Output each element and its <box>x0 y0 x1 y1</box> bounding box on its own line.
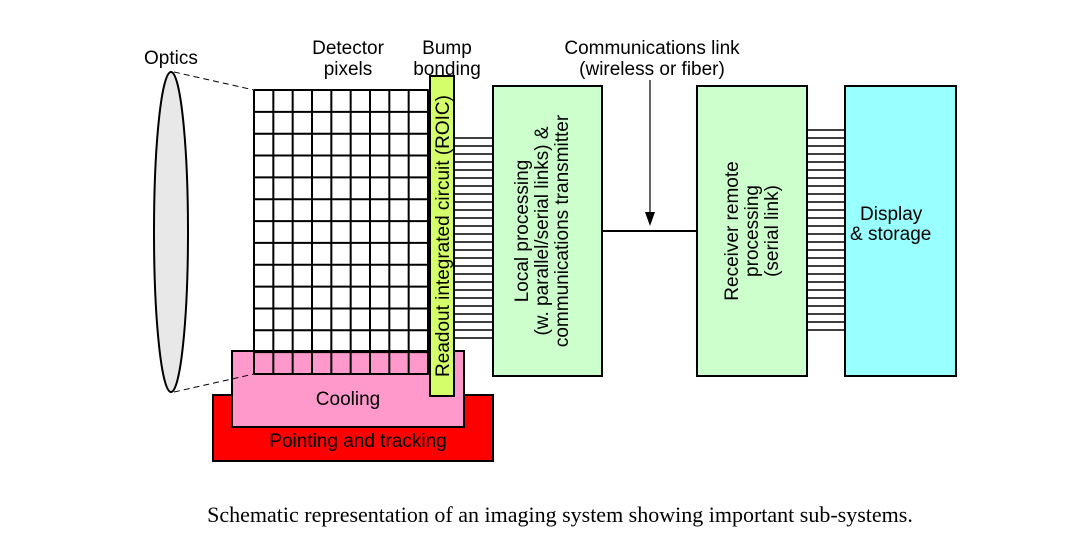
receiver-box <box>696 85 808 377</box>
optics-ray-bottom <box>173 373 255 393</box>
optics-ray-top <box>173 71 255 91</box>
receiver-label-line1: Receiver remote <box>722 161 743 300</box>
roic-strip <box>429 75 455 397</box>
cooling-label: Cooling <box>316 389 380 410</box>
optics-label: Optics <box>144 48 198 69</box>
local-processing-label-line3: communications transmitter <box>552 114 573 347</box>
display-storage-box <box>844 85 957 377</box>
display-input-links <box>807 129 845 331</box>
display-label-line1: Display <box>860 204 923 225</box>
display-label-line2: & storage <box>850 224 931 245</box>
cooling-box <box>231 350 465 428</box>
local-processing-label-line1: Local processing <box>512 160 533 303</box>
comms-link-label-line1: Communications link <box>564 38 740 59</box>
receiver-label-line3: (serial link) <box>762 185 783 277</box>
local-processing-label-line2: (w. parallel/serial links) & <box>532 126 553 335</box>
communications-link-arrowhead <box>645 212 655 226</box>
detector-pixels-label-line2: pixels <box>324 59 373 80</box>
figure-caption: Schematic representation of an imaging s… <box>207 502 913 527</box>
roic-label: Readout integrated circuit (ROIC) <box>433 95 454 377</box>
bump-bonding-label-line2: bonding <box>413 59 481 80</box>
pointing-tracking-label: Pointing and tracking <box>269 431 446 452</box>
detector-pixels-label-line1: Detector <box>312 38 384 59</box>
receiver-label-line2: processing <box>742 185 763 277</box>
optics-lens <box>153 71 189 393</box>
roic-output-links <box>454 137 493 339</box>
local-processing-box <box>492 85 603 377</box>
comms-link-label-line2: (wireless or fiber) <box>579 59 725 80</box>
detector-pixel-grid <box>253 89 429 375</box>
bump-bonding-label-line1: Bump <box>422 38 472 59</box>
